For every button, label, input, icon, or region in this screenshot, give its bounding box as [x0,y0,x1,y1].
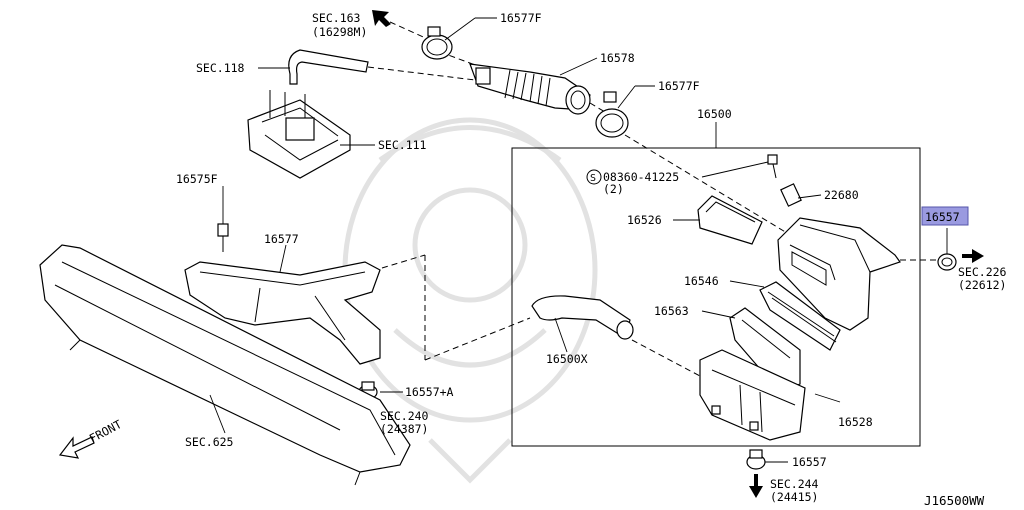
mass-air-flow-sensor-22680 [780,183,802,207]
radiator-core-support [39,244,411,486]
label-16526: 16526 [627,213,662,227]
label-sec226-sub: (22612) [958,278,1006,292]
label-16500x: 16500X [546,352,588,366]
grommet-16557-bottom [746,449,766,470]
label-22680: 22680 [824,188,859,202]
label-sec625: SEC.625 [185,435,233,449]
filter-cover-16526 [697,195,763,245]
air-cleaner-upper-case [777,217,901,331]
sec163-arrow [372,10,391,27]
label-sec244: SEC.244 [770,477,819,491]
front-arrow [58,436,95,459]
label-bolt-code: 08360-41225 [603,170,679,184]
throttle-chamber [247,90,351,179]
label-16575f: 16575F [176,172,218,186]
label-sec240-sub: (24387) [380,422,428,436]
breather-hose [288,49,369,85]
grommet-16557-right [937,253,957,271]
label-bolt-qty: (2) [603,182,624,196]
leader-lines [209,17,948,463]
air-cleaner-lower-case-16528 [699,349,806,441]
label-16500: 16500 [697,107,732,121]
label-16557-bottom: 16557 [792,455,827,469]
label-front: FRONT [87,417,124,446]
air-inlet-duct-16577 [184,261,381,365]
duct-16500x [531,295,634,340]
clamp-16577f-mid [595,91,629,138]
label-sec226: SEC.226 [958,265,1007,279]
bolt-08360-41225 [767,154,778,179]
label-16577f-top: 16577F [500,11,542,25]
diagram-id: J16500WW [924,493,985,508]
label-16557a: 16557+A [405,385,454,399]
label-sec163-sub: (16298M) [312,25,367,39]
resonator-16563 [729,307,801,393]
label-16578: 16578 [600,51,635,65]
sec226-arrow [962,249,984,263]
label-sec118: SEC.118 [196,61,245,75]
label-16557-highlight[interactable]: 16557 [925,210,960,224]
bolt-symbol-badge: S [586,169,602,185]
sec244-arrow [749,474,763,498]
label-sec111: SEC.111 [378,138,427,152]
watermark-emblem [342,117,598,484]
air-filter-element-16546 [759,281,841,351]
label-sec240: SEC.240 [380,409,429,423]
label-16528: 16528 [838,415,873,429]
bolt-symbol: S [590,173,596,184]
label-16546: 16546 [684,274,719,288]
label-sec163: SEC.163 [312,11,361,25]
air-duct-16578 [469,63,591,115]
label-sec244-sub: (24415) [770,490,818,504]
bolt-16575f [217,223,229,252]
label-16577f-mid: 16577F [658,79,700,93]
highlight-box-16557 [921,206,969,226]
label-16577: 16577 [264,232,299,246]
clamp-16577f-top [421,26,453,60]
label-16563: 16563 [654,304,689,318]
